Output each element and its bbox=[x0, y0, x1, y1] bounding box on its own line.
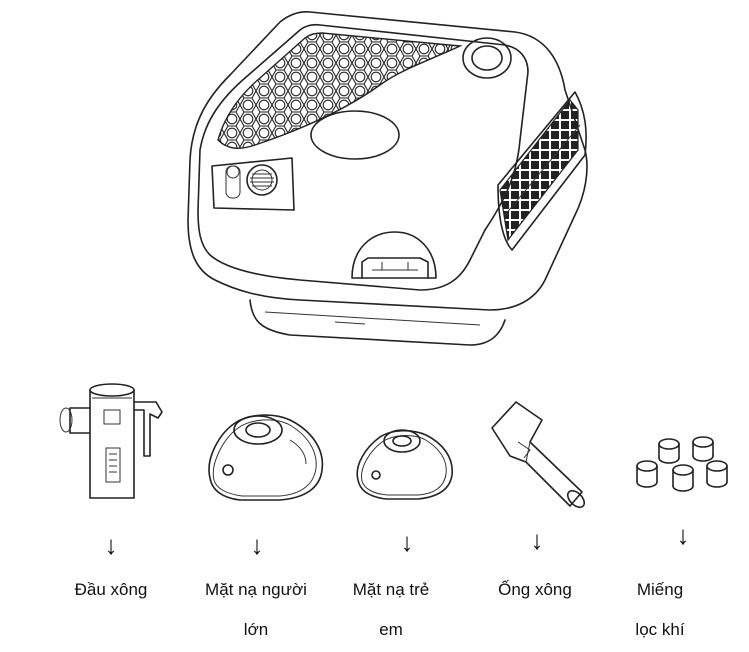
label-line-1: Mặt nạ người bbox=[205, 580, 307, 599]
child-mask-icon bbox=[356, 429, 453, 500]
label-mouthpiece: Ống xông bbox=[470, 580, 600, 600]
arrow-adult-mask: ↓ bbox=[250, 530, 264, 560]
arrow-child-mask: ↓ bbox=[400, 527, 414, 557]
mouthpiece-icon bbox=[491, 401, 586, 509]
label-line-1: Miếng bbox=[636, 580, 684, 599]
label-nebulizer-cup: Đầu xông bbox=[41, 580, 181, 600]
nebulizer-cup-icon bbox=[59, 383, 163, 499]
arrow-mouthpiece: ↓ bbox=[530, 525, 544, 555]
label-line-2: lớn bbox=[243, 620, 269, 639]
adult-mask-icon bbox=[208, 414, 324, 501]
label-adult-mask: Mặt nạ người lớn bbox=[176, 580, 336, 640]
label-line-2: lọc khí bbox=[635, 620, 685, 639]
label-line-1: Mặt nạ trẻ bbox=[352, 580, 430, 599]
label-child-mask: Mặt nạ trẻ em bbox=[326, 580, 456, 640]
label-line-1: Đầu xông bbox=[74, 580, 148, 599]
label-line-1: Ống xông bbox=[498, 580, 572, 599]
arrow-air-filters: ↓ bbox=[676, 520, 690, 550]
air-filters-icon bbox=[636, 436, 728, 492]
label-air-filters: Miếng lọc khí bbox=[605, 580, 715, 640]
label-line-2: em bbox=[379, 620, 403, 639]
arrow-nebulizer-cup: ↓ bbox=[104, 530, 118, 560]
